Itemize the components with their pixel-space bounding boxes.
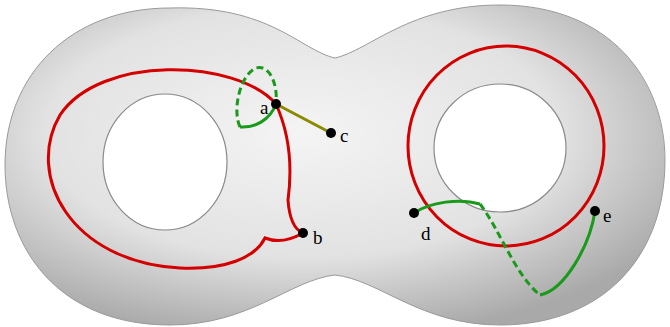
point-label: d: [421, 224, 431, 243]
point-label: c: [340, 126, 348, 145]
point-label: e: [603, 206, 611, 225]
point-label: a: [260, 98, 268, 117]
point-label: b: [313, 228, 323, 247]
